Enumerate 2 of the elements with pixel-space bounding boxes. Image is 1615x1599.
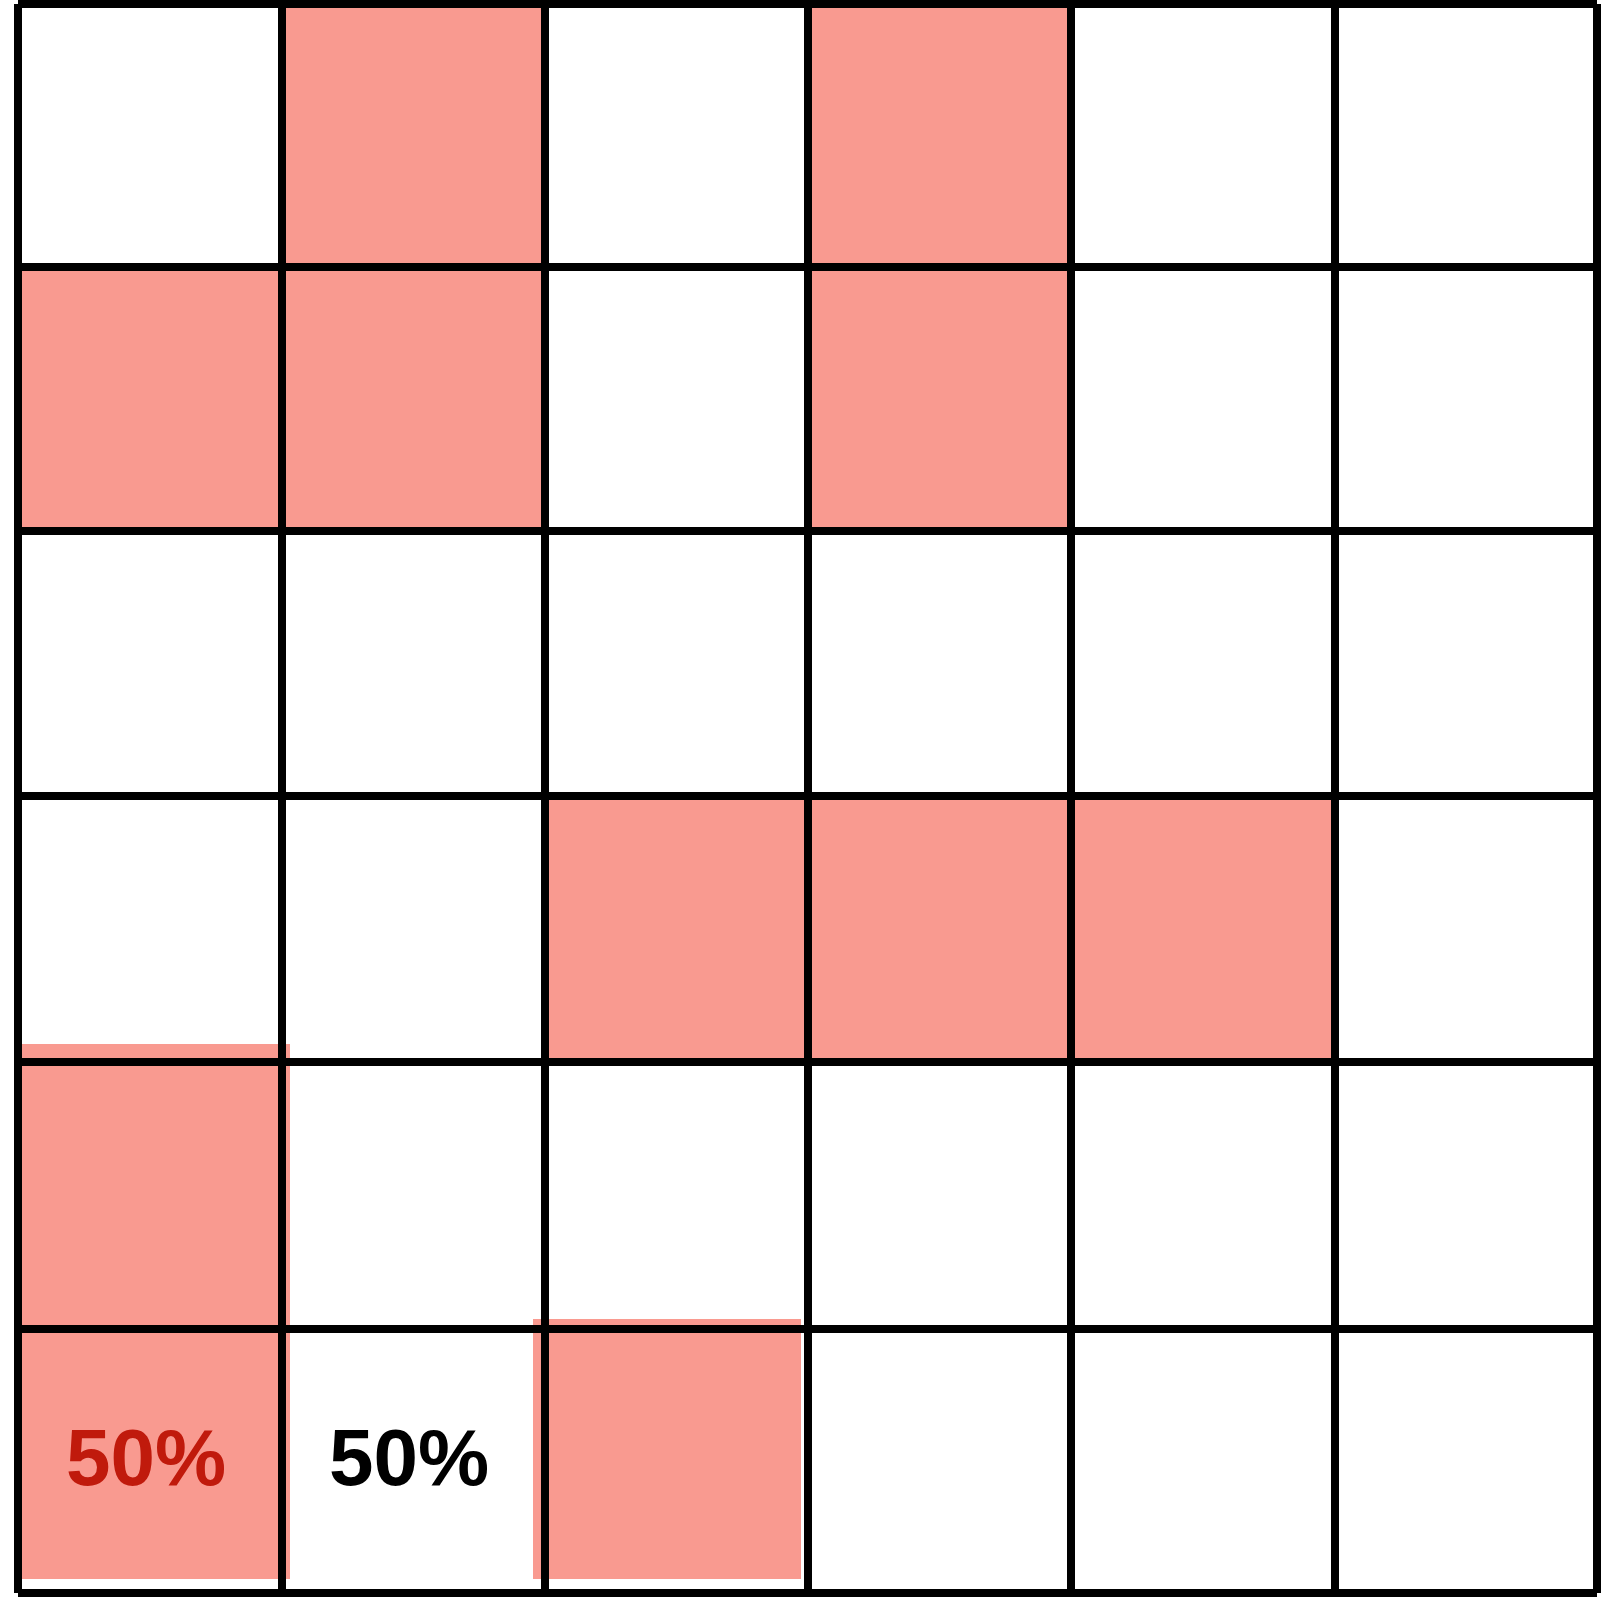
percentage-label: 50% (329, 1418, 490, 1498)
percentage-label: 50% (66, 1418, 227, 1498)
